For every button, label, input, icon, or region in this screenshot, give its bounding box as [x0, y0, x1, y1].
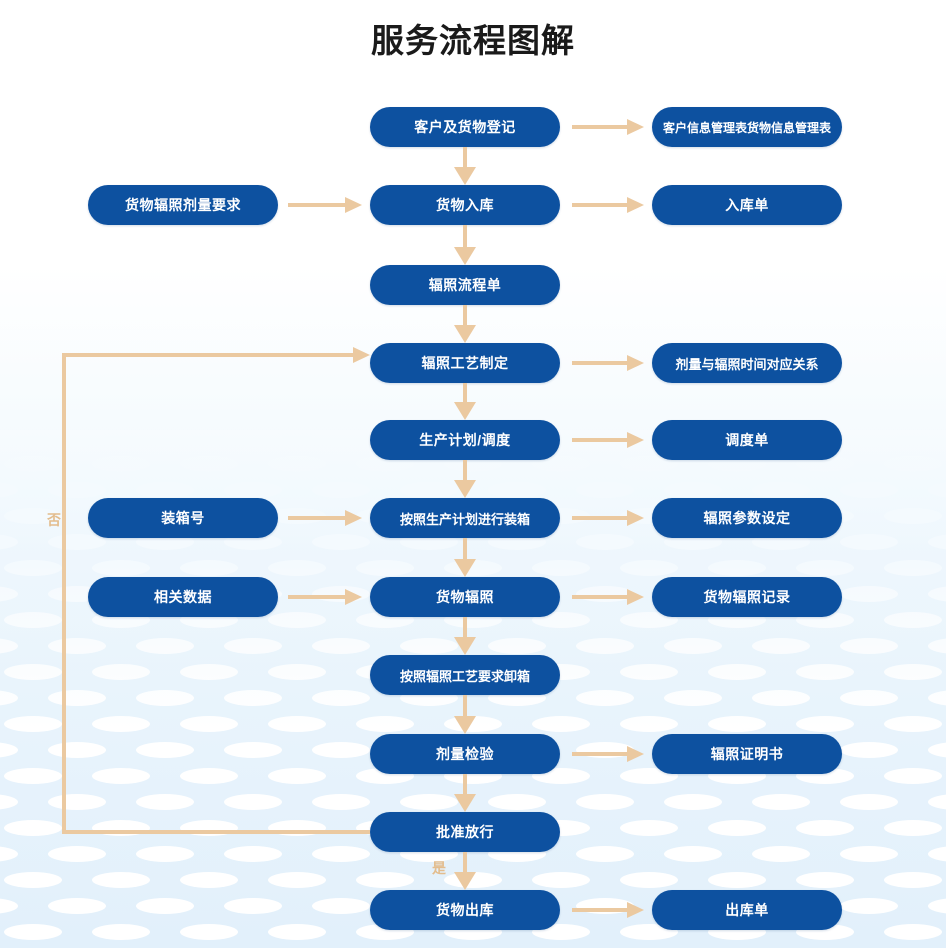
loop-segment-vertical: [62, 353, 66, 834]
arrow-craft-to-plan: [454, 383, 476, 420]
arrow-plan-to-boxing: [454, 460, 476, 498]
node-inbound[interactable]: 货物入库: [370, 185, 560, 225]
node-process-sheet[interactable]: 辐照流程单: [370, 265, 560, 305]
loop-segment-top: [62, 353, 353, 357]
arrow-plan-to-dispatch: [572, 430, 644, 450]
node-approve[interactable]: 批准放行: [370, 812, 560, 852]
loop-arrow-head: [353, 347, 370, 363]
arrow-craft-to-dose-time: [572, 353, 644, 373]
loop-segment-bottom: [62, 830, 370, 834]
node-plan[interactable]: 生产计划/调度: [370, 420, 560, 460]
node-dispatch-form[interactable]: 调度单: [652, 420, 842, 460]
node-unbox[interactable]: 按照辐照工艺要求卸箱: [370, 655, 560, 695]
arrow-outbound-to-outbound-form: [572, 900, 644, 920]
node-dose-time-relation[interactable]: 剂量与辐照时间对应关系: [652, 343, 842, 383]
edge-label-no: 否: [47, 512, 61, 528]
arrow-unbox-to-dose-check: [454, 695, 476, 734]
node-outbound-form[interactable]: 出库单: [652, 890, 842, 930]
node-boxing[interactable]: 按照生产计划进行装箱: [370, 498, 560, 538]
node-dose-check[interactable]: 剂量检验: [370, 734, 560, 774]
edge-label-yes: 是: [432, 860, 446, 876]
arrow-box-number-to-boxing: [288, 508, 362, 528]
node-craft[interactable]: 辐照工艺制定: [370, 343, 560, 383]
arrow-boxing-to-irradiate: [454, 538, 476, 577]
node-certificate[interactable]: 辐照证明书: [652, 734, 842, 774]
node-outbound[interactable]: 货物出库: [370, 890, 560, 930]
arrow-dose-check-to-approve: [454, 774, 476, 812]
arrow-register-to-customer-tables: [572, 117, 644, 137]
arrow-register-to-inbound: [454, 147, 476, 185]
node-box-number[interactable]: 装箱号: [88, 498, 278, 538]
node-register[interactable]: 客户及货物登记: [370, 107, 560, 147]
arrow-inbound-to-inbound-form: [572, 195, 644, 215]
arrow-related-data-to-irradiate: [288, 587, 362, 607]
node-inbound-form[interactable]: 入库单: [652, 185, 842, 225]
arrow-inbound-to-process-sheet: [454, 225, 476, 265]
node-irradiate[interactable]: 货物辐照: [370, 577, 560, 617]
node-related-data[interactable]: 相关数据: [88, 577, 278, 617]
node-irradiation-record[interactable]: 货物辐照记录: [652, 577, 842, 617]
arrow-approve-to-outbound: [454, 852, 476, 890]
arrow-irradiate-to-unbox: [454, 617, 476, 655]
node-customer-goods-tables[interactable]: 客户信息管理表货物信息管理表: [652, 107, 842, 147]
arrow-dose-requirement-to-inbound: [288, 195, 362, 215]
arrow-process-sheet-to-craft: [454, 305, 476, 343]
node-dose-requirement[interactable]: 货物辐照剂量要求: [88, 185, 278, 225]
node-irradiation-params[interactable]: 辐照参数设定: [652, 498, 842, 538]
page-title: 服务流程图解: [371, 22, 575, 59]
arrow-boxing-to-params: [572, 508, 644, 528]
arrow-dose-check-to-certificate: [572, 744, 644, 764]
arrow-irradiate-to-record: [572, 587, 644, 607]
